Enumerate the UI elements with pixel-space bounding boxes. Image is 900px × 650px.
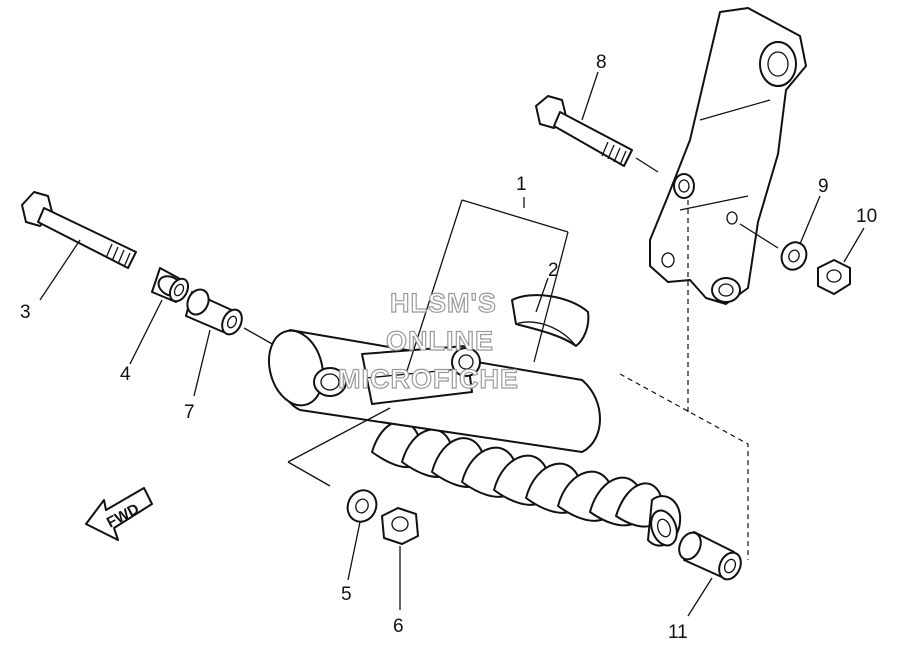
callout-1: 1: [516, 174, 527, 195]
watermark-line-1: HLSM'S: [390, 288, 497, 318]
nut-part-10: [817, 259, 851, 295]
bolt-part-3: [21, 191, 137, 269]
watermark-line-3: MICROFICHE: [338, 364, 519, 394]
shock-spring: [371, 420, 664, 528]
callout-9: 9: [818, 176, 829, 197]
callout-6: 6: [393, 616, 404, 637]
cap-part-2: [511, 294, 590, 347]
callout-10: 10: [856, 206, 877, 227]
callout-3: 3: [20, 302, 31, 323]
assembly-line-lower: [287, 407, 391, 487]
washer-part-9: [780, 241, 808, 271]
callout-5: 5: [341, 584, 352, 605]
bolt-part-8: [535, 95, 633, 167]
washer-part-5: [346, 489, 378, 523]
shock-absorber-part-1: [268, 329, 682, 547]
callout-11: 11: [668, 622, 688, 643]
bracket-part-1: [403, 199, 569, 381]
assembly-line-upper: [619, 200, 749, 560]
collar-part-4: [151, 267, 190, 303]
callout-2: 2: [548, 260, 559, 281]
watermark-line-2: ONLINE: [386, 326, 494, 356]
relay-arm: [649, 7, 807, 305]
watermark: HLSM'S ONLINE MICROFICHE: [337, 287, 519, 394]
fwd-arrow: FWD: [85, 487, 153, 541]
nut-part-6: [381, 507, 419, 545]
callout-7: 7: [184, 402, 195, 423]
callout-8: 8: [596, 52, 607, 73]
collar-part-7: [185, 288, 243, 336]
callout-4: 4: [120, 364, 131, 385]
collar-part-11: [678, 531, 742, 581]
